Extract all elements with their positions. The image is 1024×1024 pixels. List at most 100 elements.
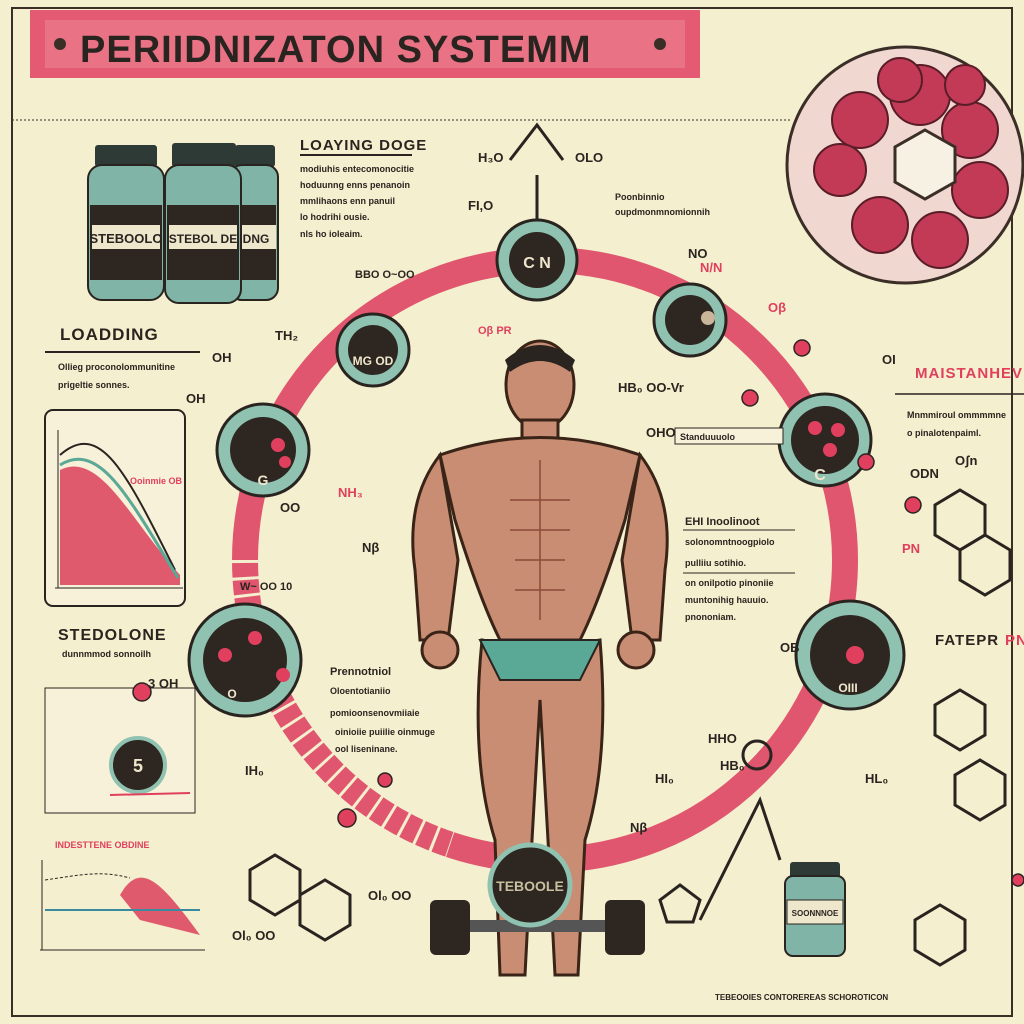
chem-label: FI,O — [468, 198, 493, 213]
text-line: prigeltie sonnes. — [58, 380, 130, 390]
bottom-left-chart: INDESTTENE OBDINE — [40, 840, 205, 951]
page-title: PERIIDNIZATON SYSTEMM — [80, 29, 592, 71]
text-line: pomioonsenovmiiaie — [330, 708, 420, 718]
text-line: modiuhis entecomonocitie — [300, 164, 414, 174]
text-line: muntonihig hauuio. — [685, 595, 768, 605]
molecule-node: G — [215, 402, 311, 498]
section-heading: LOAYING DOGE — [300, 137, 427, 154]
chem-label: HI₀ — [655, 771, 674, 786]
loading-dose-section: LOAYING DOGE modiuhis entecomonocitie ho… — [300, 137, 427, 239]
chem-label: BBO O~OO — [355, 269, 415, 281]
chem-label: HB₀ OO-Vr — [618, 380, 684, 395]
text-line: pulliiu sotihio. — [685, 558, 746, 568]
atom-balls — [132, 339, 1024, 887]
text-line: pnononiam. — [685, 612, 736, 622]
molecule-node: C N — [495, 218, 579, 302]
chem-label: HB₀ — [720, 758, 745, 773]
molecule-node — [652, 282, 728, 358]
chem-label: N/N — [700, 260, 722, 275]
chem-label: HL₀ — [865, 771, 888, 786]
left-center-note: Prennotniol Oloentotianiio pomioonsenovm… — [330, 666, 435, 754]
node-label: O — [227, 687, 236, 701]
maintenance-section: MAISTANHEV Mnmmiroul ommmmne o pinaloten… — [895, 365, 1024, 438]
chem-label: Nβ — [362, 540, 379, 555]
chemistry-labels: H₃O OLO FI,O NO N/N BBO O~OO TH₂ OH OH O… — [148, 150, 977, 943]
node-label: C — [814, 467, 826, 484]
chem-label: HHO — [708, 731, 737, 746]
text-line: Ollieg proconolommunitine — [58, 362, 175, 372]
molecule-cluster-illustration — [785, 45, 1024, 285]
text-line: lo hodrihi ousie. — [300, 212, 370, 222]
chem-label: OH — [212, 350, 232, 365]
text-line: solonomntnoogpiolo — [685, 537, 775, 547]
chem-label: Oʃn — [955, 453, 977, 468]
chem-label: NH₃ — [338, 485, 363, 500]
chem-label: Standuuuolo — [680, 432, 735, 442]
jar: STEBOL DE — [164, 143, 242, 304]
section-heading: Prennotniol — [330, 666, 391, 678]
footer-caption: TEBEOOIES CONTOREREAS SCHOROTICON — [715, 993, 888, 1002]
molecule-node: O — [187, 602, 303, 718]
stedolone-section: STEDOLONE dunnmmod sonnoilh 5 — [44, 627, 196, 814]
text-line: ool liseninane. — [335, 744, 398, 754]
supplement-jars: STEBOOLO DNG STEBOL DE — [87, 143, 279, 304]
center-notes: EHI Inoolinoot solonomntnoogpiolo pullii… — [683, 516, 795, 622]
molecule-node: MG OD — [335, 312, 411, 388]
text-line: o pinalotenpaiml. — [907, 428, 981, 438]
jar-label: STEBOOLO — [90, 231, 163, 246]
text-line: Oloentotianiio — [330, 686, 391, 696]
chem-label: NO — [688, 246, 708, 261]
chem-label: Ol₀ OO — [232, 928, 275, 943]
loading-section: LOADDING Ollieg proconolommunitine prige… — [45, 325, 200, 390]
text-line: nls ho ioleaim. — [300, 229, 363, 239]
title-banner: PERIIDNIZATON SYSTEMM — [30, 10, 700, 78]
section-heading: FATEPR — [935, 632, 999, 649]
molecule-node: OIII — [794, 599, 906, 711]
jar-label: DNG — [243, 232, 270, 246]
chemical-structures — [248, 122, 1012, 967]
node-label: OIII — [838, 681, 857, 695]
jar: STEBOOLO — [87, 145, 165, 301]
text-line: oinioiie puiilie oinmuge — [335, 727, 435, 737]
section-heading: LOADDING — [60, 325, 159, 344]
fatepr-section: FATEPR PN — [935, 632, 1024, 649]
chem-label: Ol₀ OO — [368, 888, 411, 903]
poster-frame — [11, 7, 1013, 1017]
chart-annotation: Ooinmie OB — [130, 476, 183, 486]
jar-label: STEBOL DE — [169, 232, 237, 246]
text-line: mmlihaons enn panuil — [300, 196, 395, 206]
node-label: 5 — [133, 756, 143, 776]
chart-title: INDESTTENE OBDINE — [55, 840, 150, 850]
chem-label: Oβ — [768, 300, 786, 315]
chem-label: H₃O — [478, 150, 504, 165]
text-line: on onilpotio pinoniie — [685, 578, 773, 588]
chem-label: Oβ PR — [478, 325, 512, 337]
chem-label: PN — [902, 541, 920, 556]
node-label: G — [258, 472, 269, 488]
chem-label: OLO — [575, 150, 603, 165]
section-subtitle: dunnmmod sonnoilh — [62, 649, 151, 659]
chem-label: OI — [882, 352, 896, 367]
molecule-node: C — [777, 392, 873, 488]
section-heading: Poonbinnio — [615, 192, 665, 202]
chem-label: OHO — [646, 425, 676, 440]
section-heading: MAISTANHEV — [915, 365, 1023, 382]
loading-chart: Ooinmie OB — [44, 409, 186, 607]
text-line: hoduunng enns penanoin — [300, 180, 410, 190]
periodization-note: Poonbinnio oupdmonmnomionnih — [615, 192, 710, 217]
chem-label: TH₂ — [275, 328, 298, 343]
plate-label: TEBOOLE — [496, 878, 564, 894]
section-heading: STEDOLONE — [58, 627, 167, 644]
chem-label: IH₀ — [245, 763, 264, 778]
small-jar: SOONNNOE — [784, 862, 846, 957]
molecule-node — [109, 736, 167, 794]
text-line: oupdmonmnomionnih — [615, 207, 710, 217]
dumbbell-illustration: TEBOOLE — [430, 842, 645, 955]
chem-label: OO — [280, 500, 300, 515]
chem-label: W~ OO 10 — [240, 581, 292, 593]
node-label: C N — [523, 255, 551, 272]
section-heading: EHI Inoolinoot — [685, 516, 760, 528]
chem-label: OB — [780, 640, 800, 655]
text-line: Mnmmiroul ommmmne — [907, 410, 1006, 420]
